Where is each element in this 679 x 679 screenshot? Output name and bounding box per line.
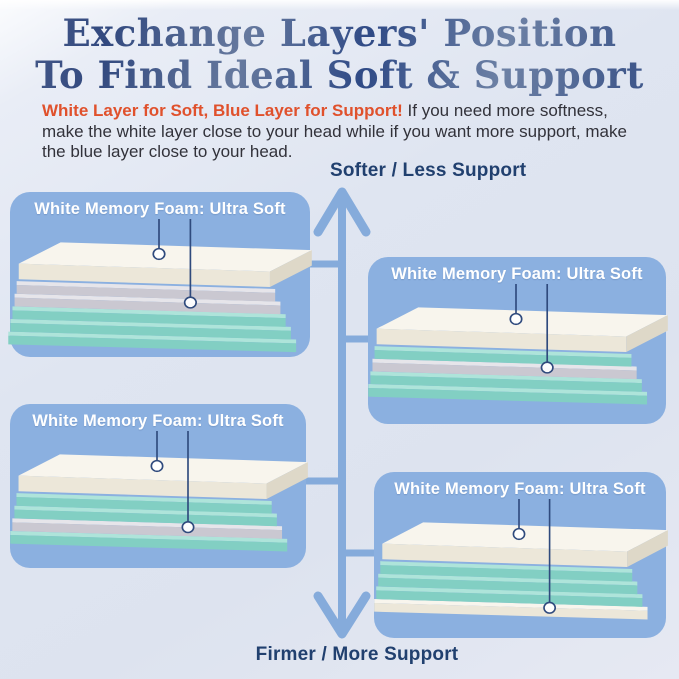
title-line-2: To Find Ideal Soft & Support [35, 53, 644, 97]
panel-label: White Memory Foam: Ultra Soft [391, 265, 643, 283]
panel-label: White Memory Foam: Ultra Soft [394, 480, 646, 498]
arrowhead-up-icon [313, 187, 371, 237]
panel-label: White Memory Foam: Ultra Soft [32, 412, 284, 430]
foam-config-panel-top-right: White Memory Foam: Ultra Soft [368, 257, 668, 424]
intro-paragraph: White Layer for Soft, Blue Layer for Sup… [42, 101, 642, 163]
foam-config-panel-top-left: White Memory Foam: Ultra Soft [8, 192, 312, 357]
title-line-1: Exchange Layers' Position [62, 11, 617, 55]
foam-stack-illustration [10, 431, 308, 552]
panel-label: White Memory Foam: Ultra Soft [34, 200, 286, 218]
foam-config-panel-bottom-right: White Memory Foam: Ultra Soft [374, 472, 668, 638]
page-title: Exchange Layers' Position To Find Ideal … [0, 12, 679, 96]
foam-stack-illustration [368, 284, 668, 405]
axis-bottom-label: Firmer / More Support [255, 644, 459, 665]
arrowhead-down-icon [313, 591, 371, 639]
intro-highlight: White Layer for Soft, Blue Layer for Sup… [42, 101, 403, 120]
intro-body: If you need more softness, make the whit… [42, 101, 627, 161]
foam-stack-illustration [374, 499, 668, 620]
foam-stack-illustration [8, 219, 312, 353]
axis-top-label: Softer / Less Support [330, 160, 527, 181]
foam-config-panel-bottom-left: White Memory Foam: Ultra Soft [10, 404, 308, 568]
